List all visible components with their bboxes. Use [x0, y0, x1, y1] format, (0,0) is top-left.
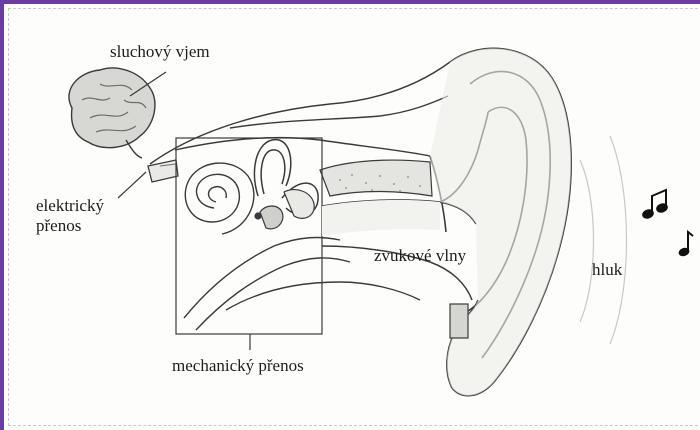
earlobe-cut: [450, 304, 468, 338]
ear-canal-fill: [322, 200, 440, 236]
label-mechanical-transmission: mechanický přenos: [172, 356, 304, 376]
skull-outline: [150, 62, 450, 164]
cochlea: [185, 163, 254, 234]
brain-icon: [69, 68, 155, 158]
label-sound-waves: zvukové vlny: [374, 246, 466, 266]
electrical-pointer-line: [118, 172, 146, 198]
label-electrical-line2: přenos: [36, 216, 81, 236]
mechanical-transmission-box: [176, 138, 322, 334]
pinna-shading: [430, 48, 571, 395]
music-note-icon: [642, 190, 668, 219]
label-auditory-perception: sluchový vjem: [110, 42, 210, 62]
music-note-small-icon: [679, 232, 693, 256]
temporal-bone: [320, 160, 432, 196]
label-noise: hluk: [592, 260, 622, 280]
sound-wave-arcs: [580, 136, 627, 344]
auditory-nerve: [148, 160, 178, 182]
label-electrical-line1: elektrický: [36, 196, 104, 216]
